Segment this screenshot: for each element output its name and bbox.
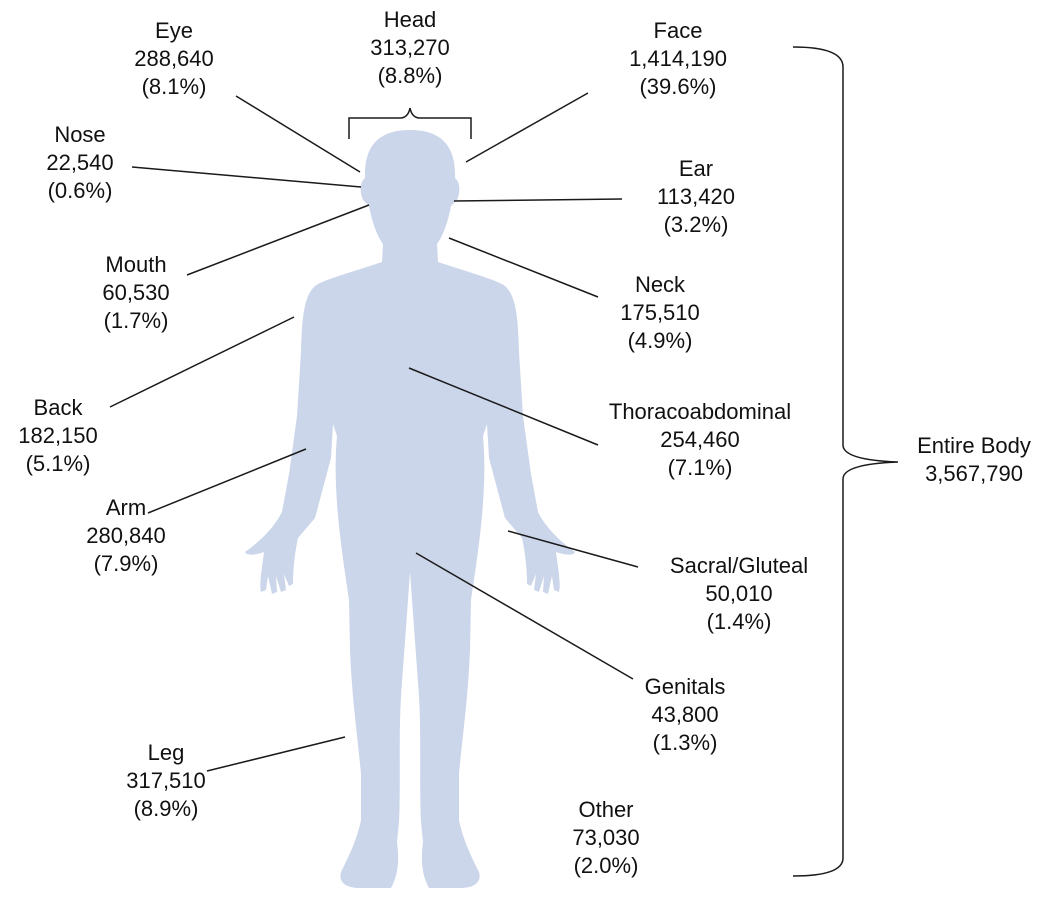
other-pct: (2.0%) xyxy=(536,852,676,880)
genitals-name: Genitals xyxy=(615,673,755,701)
label-neck: Neck 175,510 (4.9%) xyxy=(590,271,730,355)
leg-pct: (8.9%) xyxy=(96,795,236,823)
mouth-pct: (1.7%) xyxy=(66,307,206,335)
thoracoabdominal-name: Thoracoabdominal xyxy=(580,398,820,426)
label-entire-body: Entire Body 3,567,790 xyxy=(899,432,1049,488)
eye-count: 288,640 xyxy=(104,45,244,73)
silhouette-shape xyxy=(245,130,575,888)
ear-count: 113,420 xyxy=(626,183,766,211)
face-leader-line xyxy=(466,93,588,162)
label-other: Other 73,030 (2.0%) xyxy=(536,796,676,880)
arm-name: Arm xyxy=(56,494,196,522)
sacral-name: Sacral/Gluteal xyxy=(639,552,839,580)
back-count: 182,150 xyxy=(0,422,128,450)
neck-pct: (4.9%) xyxy=(590,327,730,355)
neck-name: Neck xyxy=(590,271,730,299)
nose-pct: (0.6%) xyxy=(10,177,150,205)
arm-count: 280,840 xyxy=(56,522,196,550)
nose-name: Nose xyxy=(10,121,150,149)
ear-name: Ear xyxy=(626,155,766,183)
entire-body-count: 3,567,790 xyxy=(899,460,1049,488)
label-nose: Nose 22,540 (0.6%) xyxy=(10,121,150,205)
thoracoabdominal-pct: (7.1%) xyxy=(580,454,820,482)
eye-name: Eye xyxy=(104,17,244,45)
thoracoabdominal-count: 254,460 xyxy=(580,426,820,454)
label-genitals: Genitals 43,800 (1.3%) xyxy=(615,673,755,757)
body-silhouette xyxy=(245,130,575,888)
label-ear: Ear 113,420 (3.2%) xyxy=(626,155,766,239)
label-arm: Arm 280,840 (7.9%) xyxy=(56,494,196,578)
label-back: Back 182,150 (5.1%) xyxy=(0,394,128,478)
nose-leader-line xyxy=(132,167,361,187)
leg-name: Leg xyxy=(96,739,236,767)
sacral-pct: (1.4%) xyxy=(639,608,839,636)
head-count: 313,270 xyxy=(340,34,480,62)
mouth-name: Mouth xyxy=(66,251,206,279)
label-head: Head 313,270 (8.8%) xyxy=(340,6,480,90)
eye-pct: (8.1%) xyxy=(104,73,244,101)
leg-count: 317,510 xyxy=(96,767,236,795)
label-mouth: Mouth 60,530 (1.7%) xyxy=(66,251,206,335)
ear-leader-line xyxy=(454,199,622,201)
ear-pct: (3.2%) xyxy=(626,211,766,239)
label-sacral: Sacral/Gluteal 50,010 (1.4%) xyxy=(639,552,839,636)
face-name: Face xyxy=(598,17,758,45)
back-name: Back xyxy=(0,394,128,422)
neck-count: 175,510 xyxy=(590,299,730,327)
entire-body-name: Entire Body xyxy=(899,432,1049,460)
sacral-count: 50,010 xyxy=(639,580,839,608)
back-pct: (5.1%) xyxy=(0,450,128,478)
face-pct: (39.6%) xyxy=(598,73,758,101)
label-leg: Leg 317,510 (8.9%) xyxy=(96,739,236,823)
mouth-count: 60,530 xyxy=(66,279,206,307)
label-thoracoabdominal: Thoracoabdominal 254,460 (7.1%) xyxy=(580,398,820,482)
head-name: Head xyxy=(340,6,480,34)
genitals-pct: (1.3%) xyxy=(615,729,755,757)
mouth-leader-line xyxy=(187,205,369,275)
label-eye: Eye 288,640 (8.1%) xyxy=(104,17,244,101)
arm-pct: (7.9%) xyxy=(56,550,196,578)
nose-count: 22,540 xyxy=(10,149,150,177)
genitals-count: 43,800 xyxy=(615,701,755,729)
other-count: 73,030 xyxy=(536,824,676,852)
eye-leader-line xyxy=(236,96,360,172)
head-pct: (8.8%) xyxy=(340,62,480,90)
face-count: 1,414,190 xyxy=(598,45,758,73)
label-face: Face 1,414,190 (39.6%) xyxy=(598,17,758,101)
other-name: Other xyxy=(536,796,676,824)
